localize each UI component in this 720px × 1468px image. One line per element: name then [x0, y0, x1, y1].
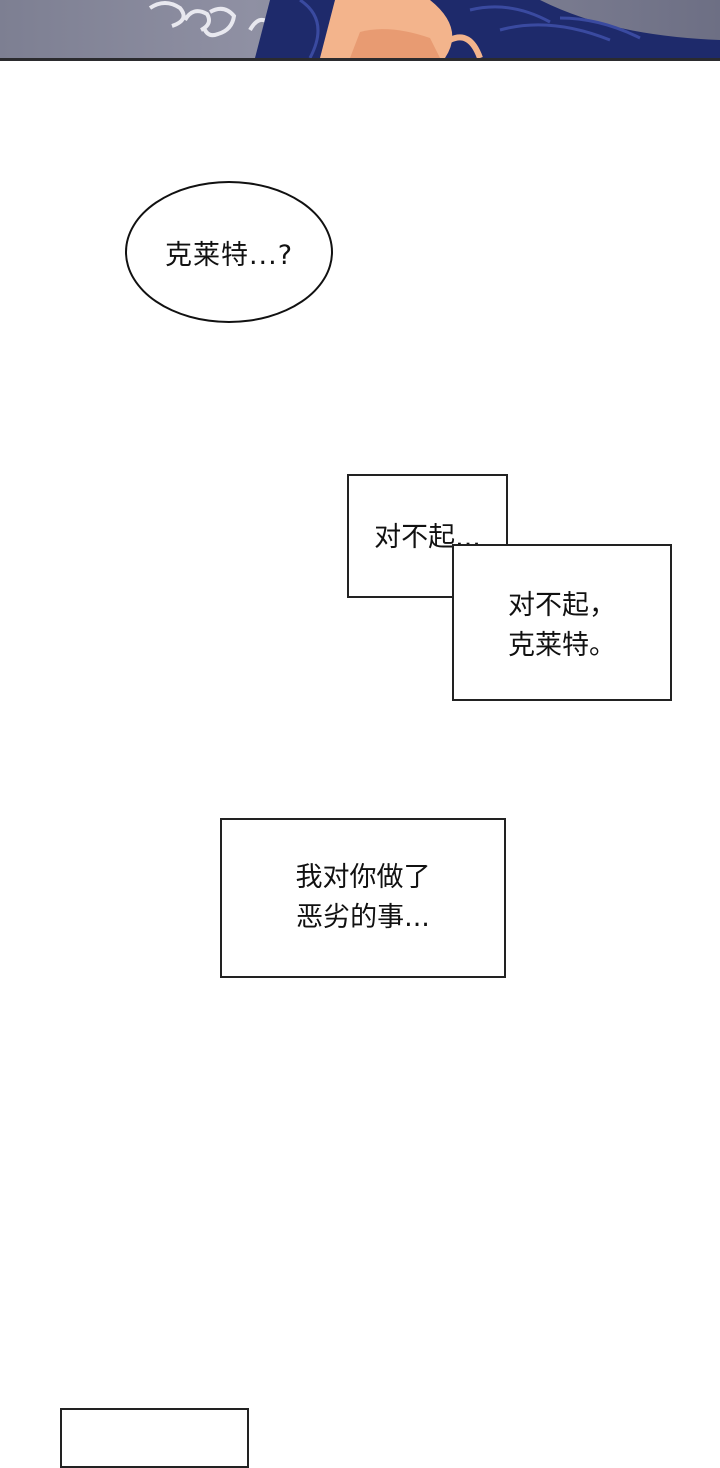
next-panel-frame — [60, 1408, 249, 1468]
narration-box-3: 我对你做了 恶劣的事... — [220, 818, 506, 978]
narration-2-line-2: 克莱特。 — [508, 630, 616, 661]
narration-box-1: 对不起... — [347, 474, 508, 598]
narration-2-line-1: 对不起， — [508, 590, 616, 621]
speech-bubble-text: 克莱特...? — [164, 239, 294, 271]
top-art-panel — [0, 0, 720, 61]
narration-box-2: 对不起， 克莱特。 — [452, 544, 672, 701]
narration-3-line-2: 恶劣的事... — [296, 902, 430, 933]
manga-art-icon — [148, 0, 720, 58]
speech-bubble: 克莱特...? — [125, 181, 333, 323]
narration-3-line-1: 我对你做了 — [295, 862, 431, 893]
